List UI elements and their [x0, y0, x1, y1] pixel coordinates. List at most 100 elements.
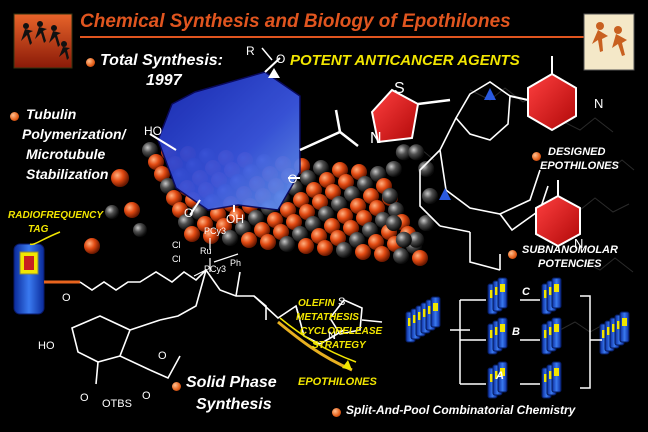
tubulin-sphere — [142, 142, 158, 158]
vial — [551, 277, 562, 309]
tubulin-sphere — [166, 190, 182, 206]
label-epothilones-product: EPOTHILONES — [298, 376, 377, 388]
tubulin-sphere — [160, 178, 176, 194]
tubulin-end-sphere — [408, 144, 425, 161]
tubulin-sphere — [362, 222, 378, 238]
label-radiofrequency: RADIOFREQUENCY — [8, 210, 104, 221]
tubulin-sphere — [312, 194, 328, 210]
label-synthesis: Synthesis — [196, 396, 272, 413]
tubulin-sphere — [241, 232, 257, 248]
atom-o-ketone: O — [184, 206, 194, 220]
vial — [497, 277, 508, 309]
epothilone-macrocycle — [149, 57, 359, 216]
atom-o-lactone: O — [288, 172, 298, 186]
tubulin-sphere — [184, 226, 200, 242]
atom-o-linker: O — [62, 292, 71, 304]
grubbs-catalyst — [193, 238, 239, 277]
tubulin-sphere — [332, 162, 348, 178]
label-tubulin-4: Stabilization — [26, 166, 109, 182]
catalyst-cl-2: Cl — [172, 254, 181, 264]
tubulin-end-sphere — [418, 215, 435, 232]
bullet-icon — [172, 382, 181, 391]
vial — [497, 317, 508, 349]
tubulin-sphere — [210, 206, 226, 222]
tubulin-sphere — [388, 202, 404, 218]
label-designed-epothilones: EPOTHILONES — [540, 160, 619, 172]
tubulin-sphere — [300, 170, 316, 186]
tubulin-sphere — [324, 218, 340, 234]
tubulin-sphere — [363, 188, 379, 204]
catalyst-pcy3-bottom: PCy3 — [204, 264, 227, 274]
radiofrequency-tag-capsule — [13, 243, 45, 315]
tubulin-end-sphere — [395, 231, 412, 248]
label-tubulin-2: Polymerization/ — [22, 126, 126, 142]
tubulin-sphere — [393, 248, 409, 264]
label-designed: DESIGNED — [548, 146, 606, 158]
solid-phase-thiazole — [329, 299, 363, 335]
label-olefin: OLEFIN — [298, 298, 335, 309]
atom-n-pyridine-top: N — [594, 96, 604, 111]
tubulin-sphere — [197, 216, 213, 232]
vial — [551, 317, 562, 349]
label-potencies: POTENCIES — [538, 258, 602, 270]
thiazole-methyl — [361, 319, 383, 323]
tubulin-sphere — [298, 238, 314, 254]
tubulin-sphere — [203, 228, 219, 244]
label-strategy: STRATEGY — [312, 340, 366, 351]
tubulin-end-sphere — [395, 144, 412, 161]
label-tag: TAG — [28, 224, 49, 235]
atom-otbs: OTBS — [102, 398, 132, 410]
solid-phase-structure — [44, 269, 345, 385]
cyclorelease-arrow — [277, 317, 357, 372]
tubulin-end-sphere — [382, 188, 398, 204]
step-label-c: C — [522, 286, 530, 298]
atom-oh: OH — [226, 212, 244, 226]
atom-ho: HO — [144, 124, 162, 138]
atom-s: S — [394, 80, 405, 97]
label-subnanomolar: SUBNANOMOLAR — [522, 244, 618, 256]
tubulin-sphere — [172, 202, 188, 218]
tubulin-end-sphere — [385, 160, 402, 177]
atom-o-epoxide: O — [276, 52, 286, 66]
vial — [430, 296, 441, 328]
tubulin-sphere — [338, 174, 354, 190]
label-tubulin-1: Tubulin — [26, 106, 77, 122]
background-texture — [399, 87, 635, 333]
tubulin-sphere — [273, 224, 289, 240]
atom-r: R — [246, 44, 255, 58]
label-solid-phase: Solid Phase — [186, 374, 277, 391]
bullet-icon — [508, 250, 517, 259]
tubulin-sphere — [325, 184, 341, 200]
label-total-synthesis: Total Synthesis: — [100, 52, 223, 69]
pyridine-ring-bottom — [535, 180, 581, 248]
label-split-pool: Split-And-Pool Combinatorial Chemistry — [346, 403, 576, 417]
tubulin-sphere — [331, 196, 347, 212]
tubulin-sphere — [305, 216, 321, 232]
split-pool-lines — [450, 295, 602, 389]
step-label-b: B — [512, 326, 520, 338]
tubulin-end-sphere — [418, 160, 435, 177]
tubulin-sphere — [374, 246, 390, 262]
tubulin-sphere — [368, 234, 384, 250]
tubulin-sphere — [260, 234, 276, 250]
tubulin-sphere — [370, 166, 386, 182]
runners-logo-right — [583, 13, 635, 71]
tubulin-sphere — [344, 186, 360, 202]
tubulin-sphere — [319, 172, 335, 188]
atom-ho-bottom: HO — [38, 340, 55, 352]
step-label-a: A — [496, 370, 504, 382]
thiazole-ring — [370, 88, 451, 144]
label-potent-anticancer: POTENT ANTICANCER AGENTS — [290, 52, 520, 69]
tubulin-sphere — [356, 210, 372, 226]
tubulin-sphere — [351, 164, 367, 180]
tubulin-sphere — [311, 228, 327, 244]
tubulin-sphere — [412, 250, 428, 266]
epoxide-triangle-bottom — [439, 188, 451, 200]
bullet-icon — [86, 58, 95, 67]
tubulin-sphere — [357, 176, 373, 192]
vial — [497, 361, 508, 393]
bullet-icon — [332, 408, 341, 417]
atom-o-bottom: O — [80, 392, 89, 404]
label-cyclorelease: CYCLORELEASE — [300, 326, 383, 337]
